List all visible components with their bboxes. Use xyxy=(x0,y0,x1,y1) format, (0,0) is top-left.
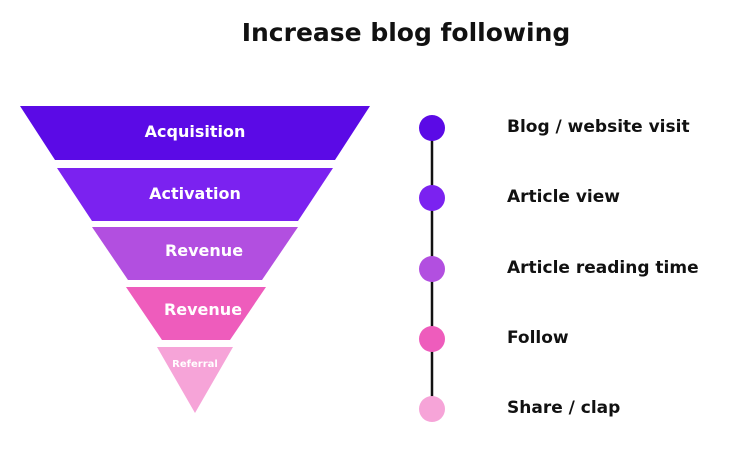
timeline-dot-4 xyxy=(419,326,445,352)
funnel-stage-shape xyxy=(157,347,233,413)
funnel-stage-label: Revenue xyxy=(164,300,242,319)
timeline-label-follow: Follow xyxy=(507,328,569,348)
timeline-dot-1 xyxy=(419,115,445,141)
funnel-stage-shape xyxy=(92,227,298,280)
funnel-stage-shape xyxy=(126,287,266,340)
funnel-stage-referral: Referral xyxy=(157,347,233,413)
timeline-label-reading-time: Article reading time xyxy=(507,258,699,278)
funnel-stage-label: Acquisition xyxy=(145,122,246,141)
funnel-stage-revenue-1: Revenue xyxy=(92,227,298,280)
timeline-label-article-view: Article view xyxy=(507,187,620,207)
page-title: Increase blog following xyxy=(241,18,571,47)
timeline-dot-2 xyxy=(419,185,445,211)
funnel-stage-acquisition: Acquisition xyxy=(20,106,370,160)
funnel-stage-shape xyxy=(20,106,370,160)
timeline-label-blog-visit: Blog / website visit xyxy=(507,117,690,137)
funnel-stage-revenue-2: Revenue xyxy=(126,287,266,340)
funnel-stage-shape xyxy=(57,168,333,221)
funnel-stage-activation: Activation xyxy=(57,168,333,221)
funnel-stage-label: Revenue xyxy=(165,241,243,260)
funnel-stage-label: Activation xyxy=(149,184,241,203)
funnel-stage-label: Referral xyxy=(172,359,218,370)
timeline-label-share-clap: Share / clap xyxy=(507,398,621,418)
timeline-dot-5 xyxy=(419,396,445,422)
timeline-dot-3 xyxy=(419,256,445,282)
